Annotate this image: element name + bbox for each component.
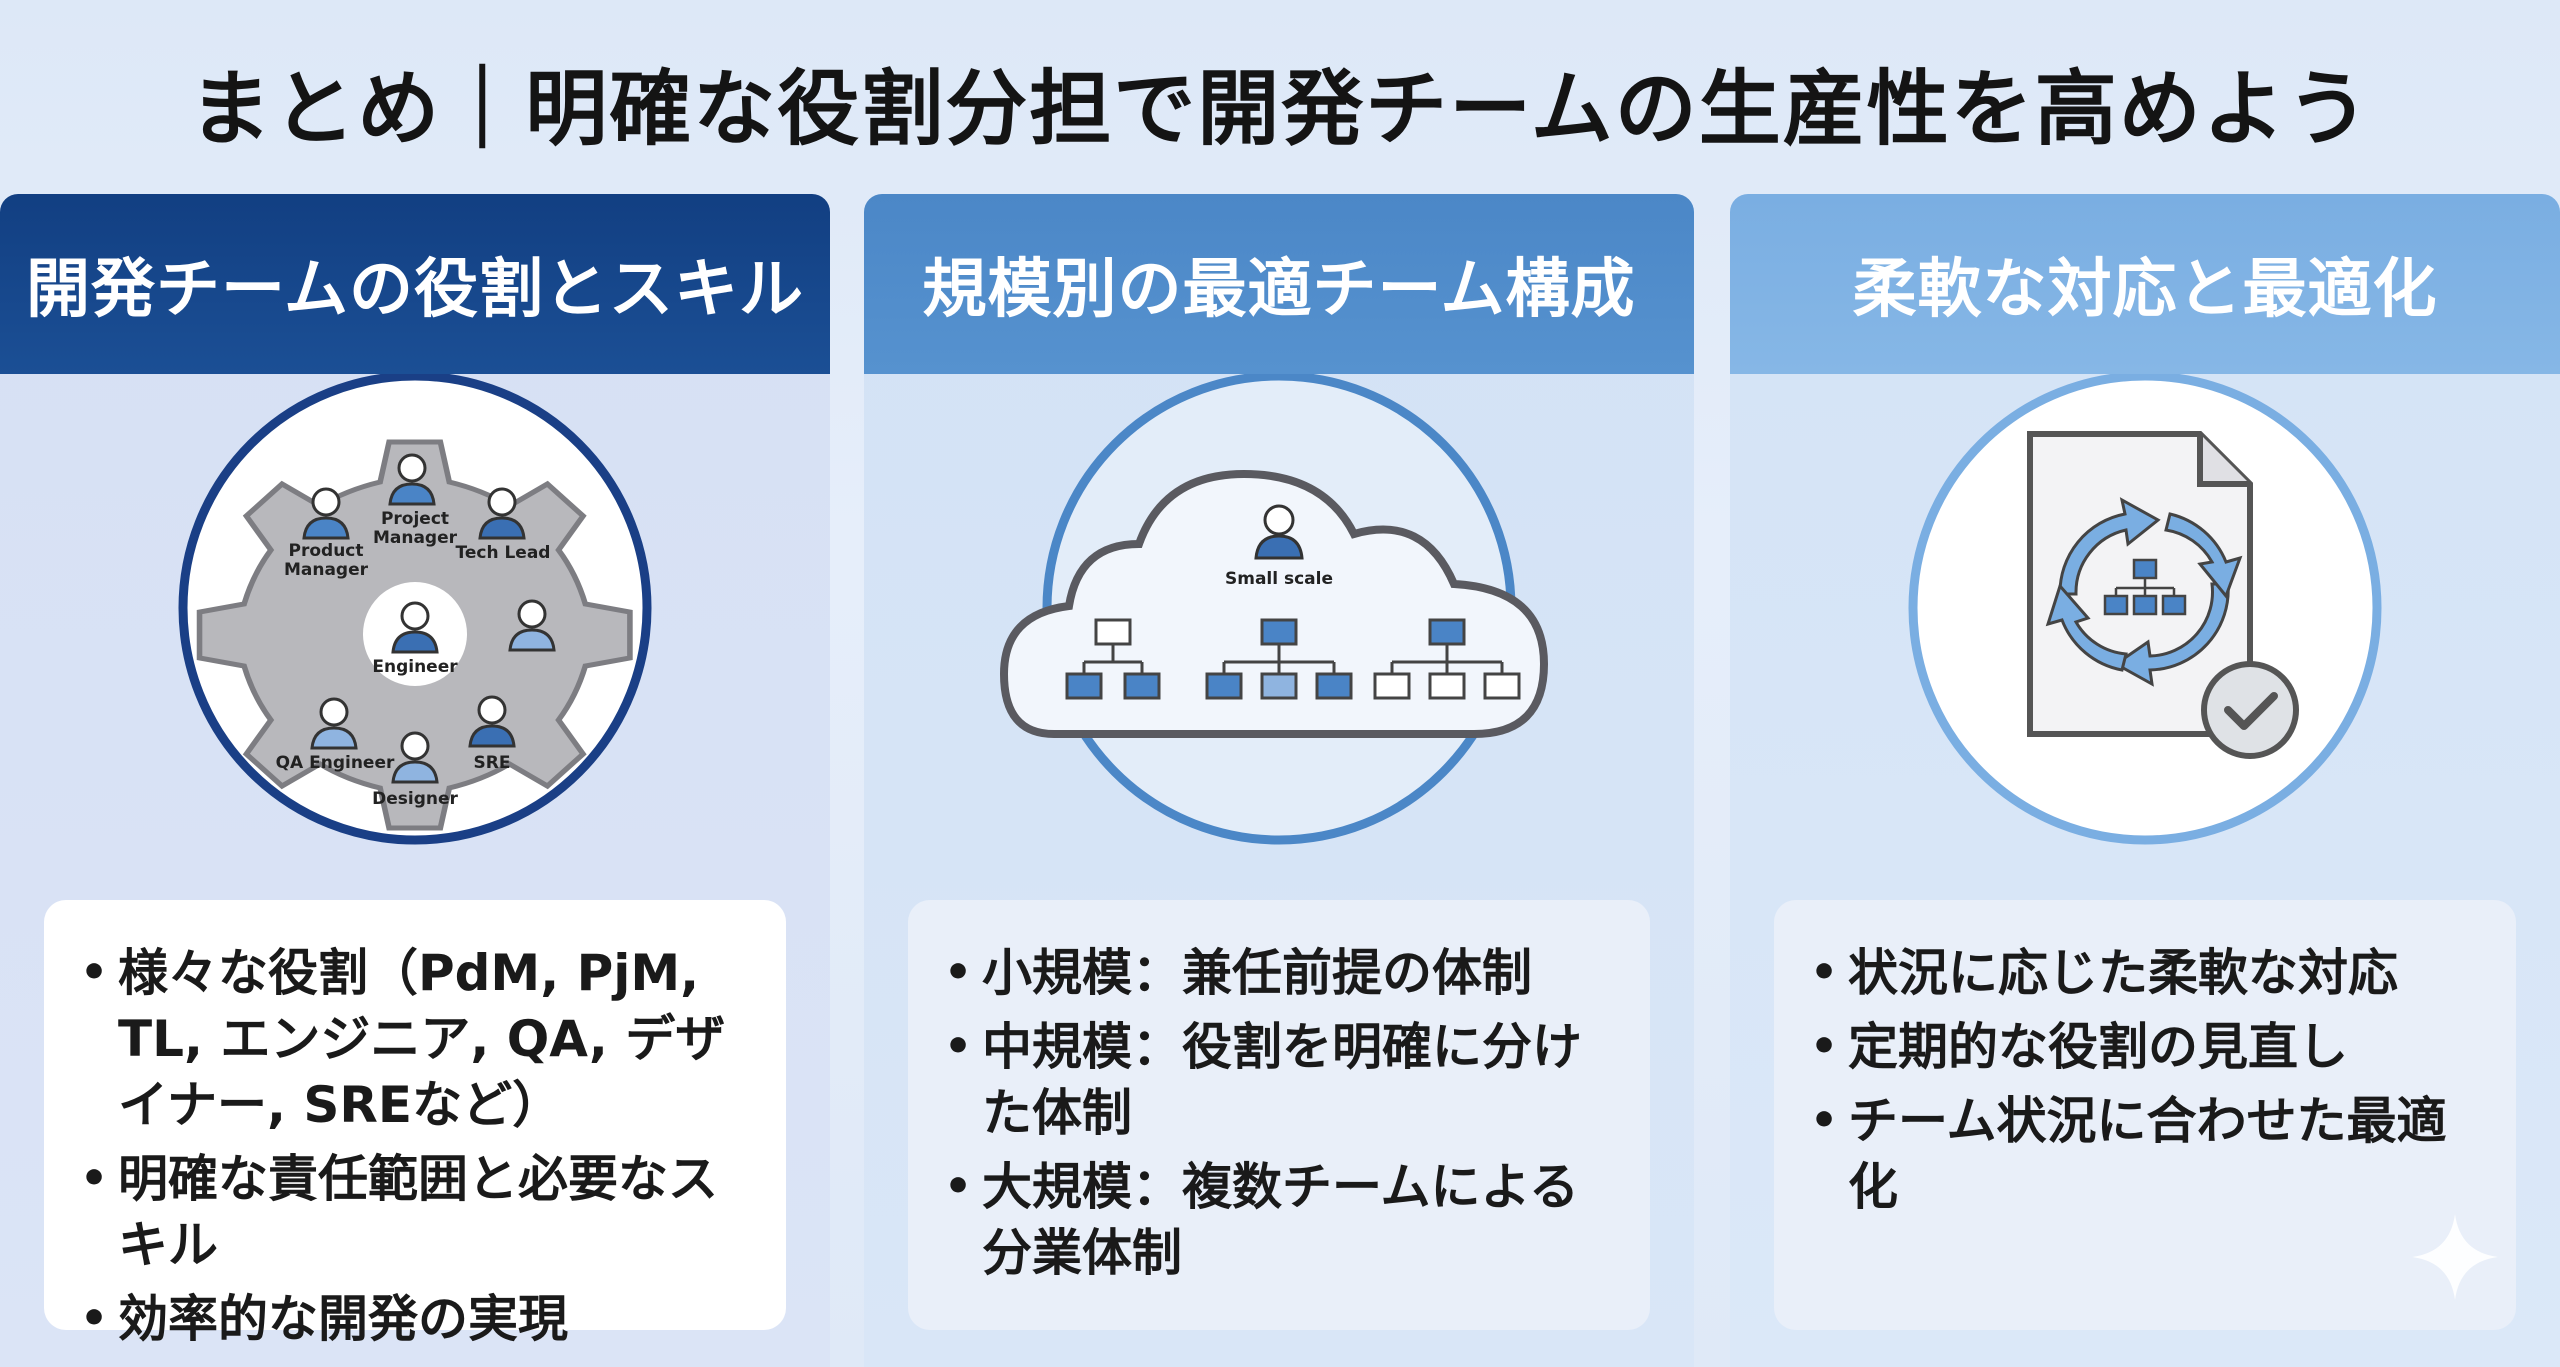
list-item: チーム状況に合わせた最適化 — [1810, 1088, 2486, 1220]
person-icon-sre — [468, 695, 516, 748]
role-label-eng: Engineer — [372, 657, 458, 677]
person-icon-qa — [310, 697, 358, 750]
list-item: 大規模：複数チームによる分業体制 — [944, 1154, 1620, 1286]
list-item: 様々な役割（PdM, PjM, TL, エンジニア, QA, デザイナー, SR… — [80, 940, 756, 1138]
scale-card: 小規模：兼任前提の体制 中規模：役割を明確に分けた体制 大規模：複数チームによる… — [908, 900, 1650, 1330]
cloud-label: Small scale — [1225, 569, 1333, 589]
role-label-qa: QA Engineer — [276, 753, 395, 773]
list-item: 明確な責任範囲と必要なスキル — [80, 1146, 756, 1278]
person-icon-tl — [478, 487, 526, 540]
gear-icon: Project Manager Product Manager Tech Lea… — [178, 371, 652, 845]
column-heading-roles: 開発チームの役割とスキル — [0, 194, 830, 374]
list-item: 状況に応じた柔軟な対応 — [1810, 940, 2486, 1006]
svg-text:Manager: Manager — [373, 528, 458, 548]
person-icon-pdm — [302, 487, 350, 540]
list-item: 中規模：役割を明確に分けた体制 — [944, 1014, 1620, 1146]
column-roles: 開発チームの役割とスキル — [0, 194, 830, 1367]
svg-text:Manager: Manager — [284, 560, 369, 580]
list-item: 定期的な役割の見直し — [1810, 1014, 2486, 1080]
column-heading-flexibility: 柔軟な対応と最適化 — [1730, 194, 2560, 374]
roles-card: 様々な役割（PdM, PjM, TL, エンジニア, QA, デザイナー, SR… — [44, 900, 786, 1352]
person-icon-des — [391, 731, 439, 784]
person-icon — [1254, 504, 1304, 560]
org-chart-icon-large — [1373, 618, 1521, 700]
scale-illustration: Small scale — [864, 371, 1694, 1074]
refresh-cycle-icon — [2045, 497, 2243, 687]
person-icon-pm — [388, 453, 436, 506]
flexibility-illustration — [1730, 371, 2560, 1074]
role-label-pm: Project — [381, 509, 449, 529]
document-icon — [1908, 371, 2382, 845]
page-title: まとめ｜明確な役割分担で開発チームの生産性を高めよう — [189, 62, 2371, 157]
person-icon-extra — [508, 599, 556, 652]
role-label-pdm: Product — [289, 541, 364, 561]
role-label-sre: SRE — [474, 753, 511, 773]
flexibility-card: 状況に応じた柔軟な対応 定期的な役割の見直し チーム状況に合わせた最適化 — [1774, 900, 2516, 1330]
column-flexibility: 柔軟な対応と最適化 — [1730, 194, 2560, 1367]
roles-illustration: Project Manager Product Manager Tech Lea… — [0, 371, 830, 1074]
org-chart-icon-medium — [1205, 618, 1353, 700]
list-item: 効率的な開発の実現 — [80, 1286, 756, 1352]
check-circle-icon — [2201, 661, 2299, 759]
role-label-tl: Tech Lead — [456, 543, 551, 563]
org-chart-icon-small — [1065, 618, 1161, 700]
column-heading-scale: 規模別の最適チーム構成 — [864, 194, 1694, 374]
sparkle-icon — [2412, 1214, 2498, 1300]
role-label-des: Designer — [372, 789, 458, 809]
list-item: 小規模：兼任前提の体制 — [944, 940, 1620, 1006]
column-scale: 規模別の最適チーム構成 Small scale — [864, 194, 1694, 1367]
person-icon-eng — [391, 601, 439, 654]
cloud-icon: Small scale — [999, 371, 1549, 845]
